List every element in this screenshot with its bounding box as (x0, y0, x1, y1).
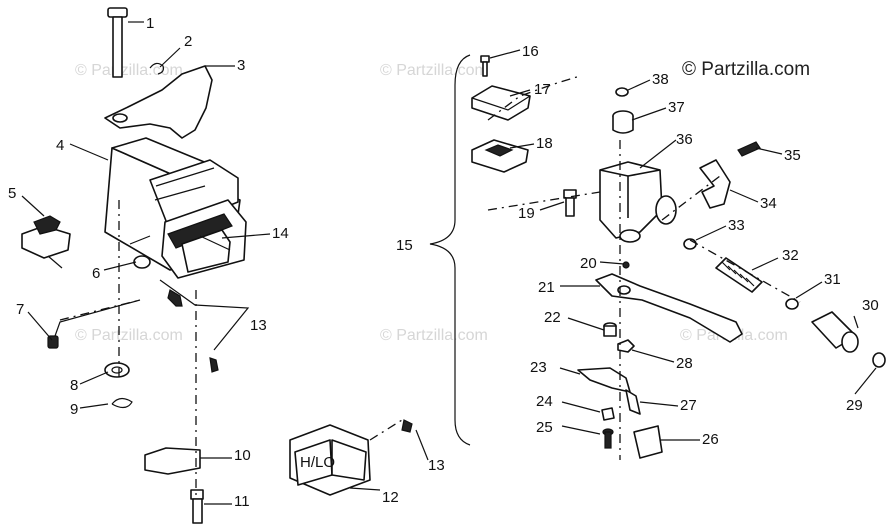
part-spacer (603, 322, 617, 337)
part-master-cylinder (599, 161, 677, 243)
part-nut (617, 339, 635, 353)
part-grommet (133, 255, 151, 269)
callout-label: 29 (846, 397, 863, 414)
callout-label: 38 (652, 71, 669, 88)
callout-label: 19 (518, 205, 535, 222)
callout-label: 23 (530, 359, 547, 376)
callout-label: 21 (538, 279, 555, 296)
callout-label: 6 (92, 265, 100, 282)
part-screw-bottom (602, 428, 614, 449)
part-brake-lever (595, 273, 743, 343)
part-plate (144, 447, 201, 475)
part-spring (715, 257, 763, 293)
part-stud (190, 489, 204, 524)
callout-label: 5 (8, 185, 16, 202)
part-cap (612, 110, 634, 134)
brand-watermark: © Partzilla.com (682, 59, 811, 80)
part-bolt-long (107, 7, 128, 78)
callout-label: 28 (676, 355, 693, 372)
callout-label: 26 (702, 431, 719, 448)
part-clip (149, 62, 165, 75)
callout-label: 22 (544, 309, 561, 326)
callout-label: 10 (234, 447, 251, 464)
part-screw-clamp (737, 141, 761, 157)
callout-leaders (21, 21, 877, 505)
callout-label: 30 (862, 297, 879, 314)
callout-label: 3 (237, 57, 245, 74)
callout-label: 13 (250, 317, 267, 334)
callout-label: 35 (784, 147, 801, 164)
callout-label: 12 (382, 489, 399, 506)
part-screw-small (480, 55, 490, 77)
watermark-text: © Partzilla.com (75, 62, 183, 79)
callout-label: 33 (728, 217, 745, 234)
callout-label: 7 (16, 301, 24, 318)
left-guides (59, 200, 250, 500)
part-bracket (104, 65, 213, 139)
part-cover-plate (471, 85, 531, 121)
part-o-ring (615, 87, 629, 97)
part-switch-bracket (577, 367, 631, 393)
callout-label: 31 (824, 271, 841, 288)
part-screw-c (401, 419, 413, 433)
part-screw-b (209, 357, 219, 373)
part-nut-small (601, 407, 615, 421)
callout-label: 4 (56, 137, 64, 154)
part-washer (104, 362, 130, 378)
watermark-text: © Partzilla.com (380, 327, 488, 344)
callout-label: 8 (70, 377, 78, 394)
watermark-text: © Partzilla.com (75, 327, 183, 344)
part-retaining-ring (872, 352, 886, 368)
part-clamp (699, 159, 731, 209)
callout-label: 17 (534, 81, 551, 98)
part-brake-switch-tag (633, 425, 663, 459)
right-guides (487, 75, 801, 460)
callout-label: 1 (146, 15, 154, 32)
part-bolt-medium (563, 189, 577, 217)
part-switch-arm (625, 389, 641, 415)
callout-label: 14 (272, 225, 289, 242)
callout-label: 20 (580, 255, 597, 272)
callout-label: 16 (522, 43, 539, 60)
callout-label: 18 (536, 135, 553, 152)
part-snap-ring (111, 397, 133, 409)
part-washer-thin (785, 298, 799, 310)
part-piston (811, 311, 859, 353)
callout-label: 37 (668, 99, 685, 116)
bracket-hole (112, 113, 128, 123)
callout-label: 15 (396, 237, 413, 254)
callout-label: 27 (680, 397, 697, 414)
callout-label: 24 (536, 393, 553, 410)
callout-label: 32 (782, 247, 799, 264)
callout-label: 2 (184, 33, 192, 50)
lever-pivot (617, 285, 631, 295)
callout-label: 11 (234, 493, 250, 510)
part-gasket (471, 139, 529, 173)
part-switch-cover (161, 199, 247, 279)
part-pivot-pin (622, 261, 630, 269)
callout-label: 9 (70, 401, 78, 418)
part-screw-a (167, 289, 183, 307)
guide-line (369, 419, 403, 441)
callout-label: 25 (536, 419, 553, 436)
group-brace (429, 54, 471, 446)
watermark-text: © Partzilla.com (380, 62, 488, 79)
switch-legend: H/LO (300, 454, 335, 471)
callout-label: 13 (428, 457, 445, 474)
callout-label: 36 (676, 131, 693, 148)
callout-labels: 1 2 3 4 5 6 7 8 9 10 11 12 13 13 14 15 1… (8, 15, 879, 510)
callout-label: 34 (760, 195, 777, 212)
part-switch-box (289, 424, 371, 496)
part-switch-knob (21, 215, 71, 269)
